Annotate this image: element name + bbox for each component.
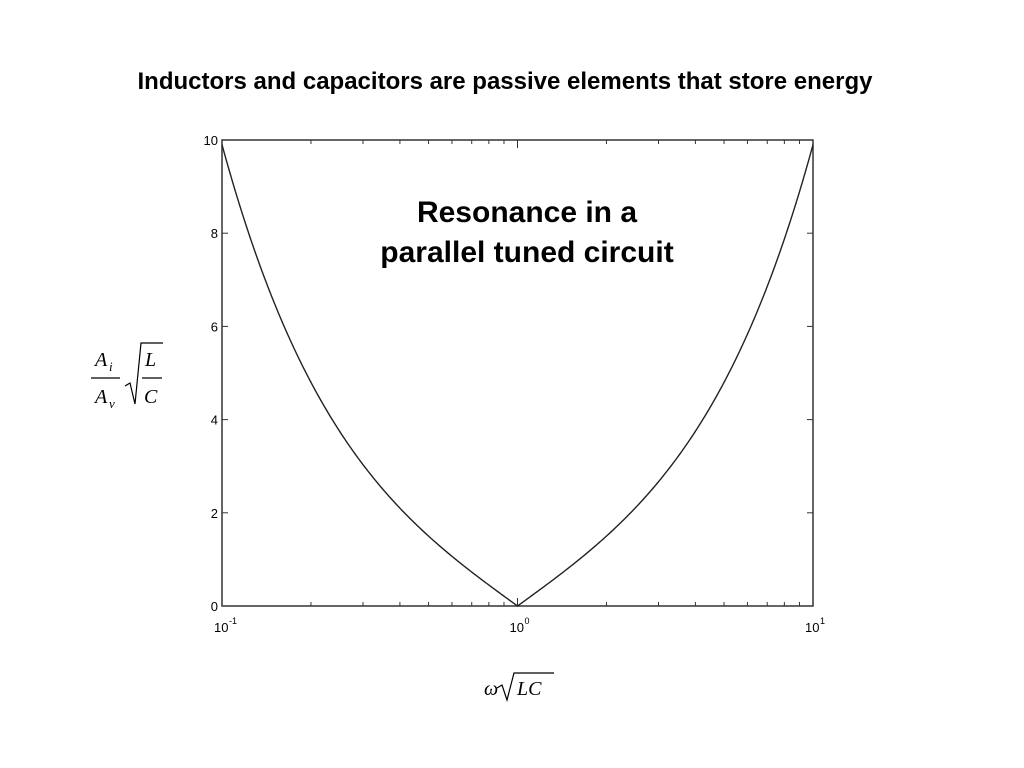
ylabel-num: A [93, 349, 108, 371]
y-tick-label: 8 [211, 226, 218, 241]
y-axis-label: A i A v L C [91, 342, 163, 411]
slide-title: Inductors and capacitors are passive ele… [137, 68, 873, 95]
y-tick-label: 6 [211, 319, 218, 334]
x-tick-label: 10 [805, 620, 819, 635]
ylabel-sqrt-sign [124, 342, 163, 405]
ylabel-sqrt-num: L [144, 349, 156, 371]
y-tick-label: 4 [211, 413, 218, 428]
x-tick-exponent: -1 [229, 616, 237, 626]
y-tick-label: 0 [211, 599, 218, 614]
x-axis-label: ω LC [484, 672, 554, 703]
x-tick-exponent: 0 [525, 616, 530, 626]
x-tick-exponent: 1 [820, 616, 825, 626]
y-tick-label: 10 [204, 133, 218, 148]
xlabel-omega: ω [484, 678, 498, 700]
xlabel-radicand: LC [516, 678, 542, 700]
ylabel-num-sub: i [109, 359, 113, 374]
y-tick-label: 2 [211, 506, 218, 521]
series-group [221, 144, 814, 607]
x-tick-label: 10 [510, 620, 524, 635]
ylabel-den: A [93, 386, 108, 408]
x-tick-label: 10 [214, 620, 228, 635]
series-line-0 [221, 144, 814, 607]
annotation-line-2: parallel tuned circuit [380, 236, 673, 269]
ylabel-sqrt-den: C [144, 386, 158, 408]
annotation-line-1: Resonance in a [417, 196, 637, 229]
ylabel-den-sub: v [109, 396, 115, 411]
xlabel-sqrt-sign [496, 672, 554, 703]
